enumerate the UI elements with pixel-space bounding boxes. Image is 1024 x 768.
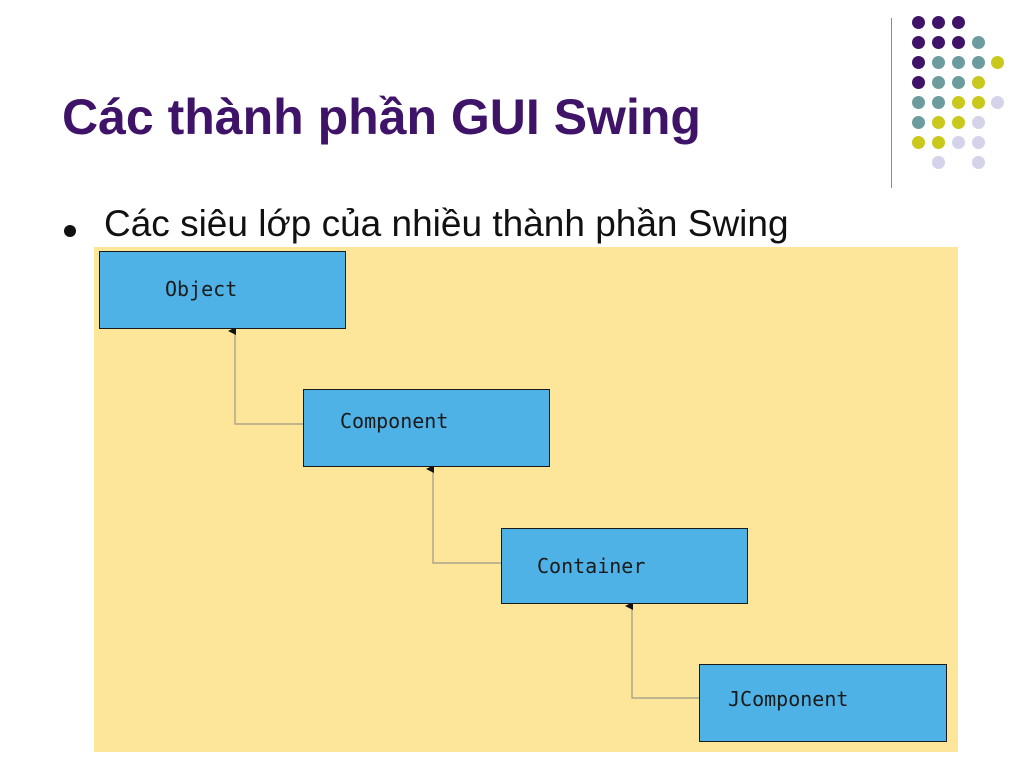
decor-dot — [952, 116, 965, 129]
decor-dot — [952, 16, 965, 29]
decor-dot — [972, 156, 985, 169]
decor-dot — [932, 156, 945, 169]
decor-dot — [952, 56, 965, 69]
class-box-container: Container — [501, 528, 748, 604]
decor-dot — [991, 96, 1004, 109]
decor-dot — [972, 56, 985, 69]
connector-container-to-component — [426, 465, 502, 564]
class-label: Container — [537, 554, 646, 578]
connector-component-to-object — [228, 327, 304, 425]
class-box-component: Component — [303, 389, 550, 467]
bullet-icon — [64, 225, 76, 237]
decor-dot — [952, 36, 965, 49]
decor-dot — [952, 76, 965, 89]
slide-title: Các thành phần GUI Swing — [62, 89, 701, 145]
decor-dot — [932, 56, 945, 69]
decor-dot — [912, 76, 925, 89]
decorative-divider — [891, 18, 892, 188]
decor-dot — [932, 136, 945, 149]
decor-dot — [972, 76, 985, 89]
decor-dot — [932, 16, 945, 29]
decor-dot — [952, 136, 965, 149]
class-label: JComponent — [728, 687, 849, 711]
decorative-dot-grid — [0, 0, 1024, 200]
decor-dot — [972, 116, 985, 129]
decor-dot — [932, 36, 945, 49]
decor-dot — [991, 56, 1004, 69]
decor-dot — [912, 16, 925, 29]
inheritance-connectors — [228, 327, 700, 699]
bullet-text: Các siêu lớp của nhiều thành phần Swing — [104, 203, 789, 244]
class-box-object: Object — [99, 251, 346, 329]
class-box-jcomponent: JComponent — [699, 664, 947, 742]
class-label: Component — [340, 409, 449, 433]
class-hierarchy-diagram: Object Component Container JComponent — [94, 247, 958, 752]
decor-dot — [972, 136, 985, 149]
class-label: Object — [165, 277, 238, 301]
connector-jcomponent-to-container — [625, 602, 700, 699]
decor-dot — [972, 36, 985, 49]
decor-dot — [912, 36, 925, 49]
decor-dot — [932, 96, 945, 109]
decor-dot — [952, 96, 965, 109]
decor-dot — [912, 136, 925, 149]
decor-dot — [912, 116, 925, 129]
decor-dot — [912, 56, 925, 69]
decor-dot — [932, 116, 945, 129]
decor-dot — [972, 96, 985, 109]
decor-dot — [912, 96, 925, 109]
decor-dot — [932, 76, 945, 89]
